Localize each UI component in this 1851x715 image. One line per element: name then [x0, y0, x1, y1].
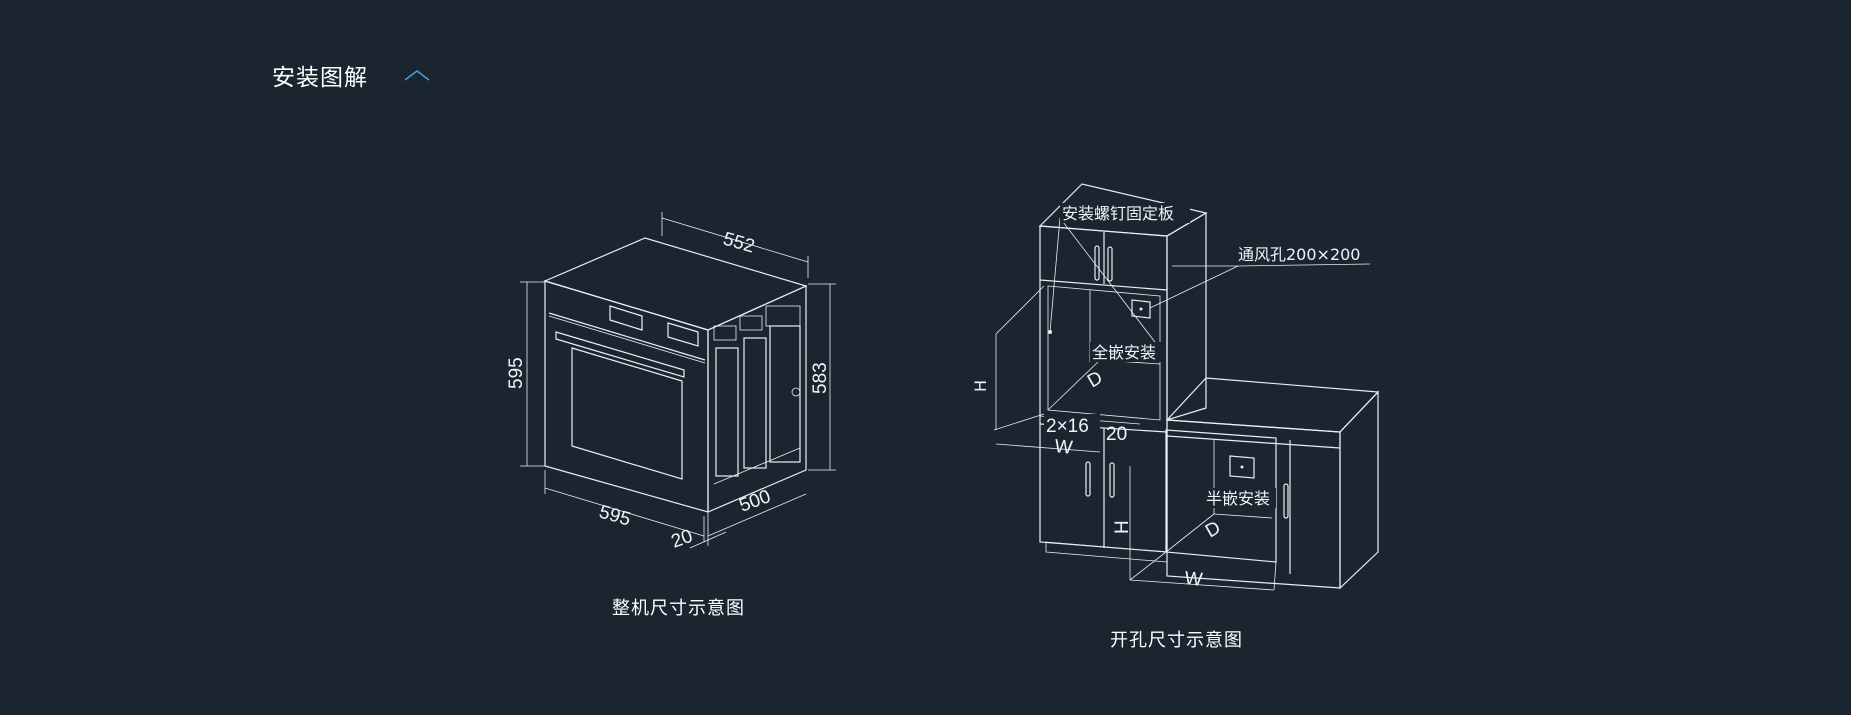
collapse-button[interactable] [402, 65, 432, 85]
upper-handle-left [1094, 245, 1100, 281]
lower-cabinet-side [1339, 390, 1379, 590]
label-screw-spec: 2×16 [1046, 416, 1089, 437]
label-vent-hole: 通风孔200×200 [1238, 245, 1361, 264]
oven-display-left [609, 305, 643, 331]
svg-text:H: H [971, 380, 990, 392]
counter-top [1165, 377, 1380, 433]
section-title: 安装图解 [272, 65, 368, 91]
oven-caption: 整机尺寸示意图 [612, 598, 745, 619]
vent-box-upper [1131, 299, 1151, 319]
label-half-embed: 半嵌安装 [1206, 489, 1270, 508]
upper-handle-right [1107, 246, 1113, 282]
vent-box-lower [1229, 455, 1255, 479]
label-width-lower: W [1183, 568, 1203, 591]
oven-side-face [707, 285, 807, 513]
dim-depth-bottom: 500 [737, 486, 774, 517]
lower-handle-left [1085, 461, 1091, 497]
oven-drawing: 552 595 583 595 500 20 [506, 212, 836, 553]
tall-cabinet-side [1166, 211, 1207, 421]
section-header: 安装图解 [272, 58, 432, 92]
cutout-drawing: H 安装螺钉固定板 通风孔200×200 全嵌安装 D 2×16 20 W 半嵌… [971, 183, 1380, 591]
label-height-lower: H [1112, 520, 1133, 534]
label-screw-plate: 安装螺钉固定板 [1062, 204, 1174, 223]
dim-top-depth: 552 [721, 229, 757, 258]
dim-width-front: 595 [597, 502, 633, 531]
label-depth-upper: D [1084, 367, 1106, 392]
oven-window [571, 347, 683, 480]
oven-front-face [544, 280, 709, 513]
oven-handle [555, 331, 685, 378]
oven-top-face [543, 237, 808, 331]
label-full-embed: 全嵌安装 [1092, 343, 1156, 362]
label-gap: 20 [1106, 424, 1127, 445]
oven-control-line [548, 312, 706, 361]
label-width-upper: W [1053, 436, 1073, 459]
dim-height-right: 583 [810, 362, 831, 394]
dim-height-left: 595 [506, 357, 527, 389]
chevron-up-icon [404, 70, 430, 81]
oven-back-panel [713, 305, 801, 485]
oven-display-right [667, 322, 699, 347]
lower-handle-right [1109, 462, 1115, 498]
cutout-caption: 开孔尺寸示意图 [1110, 630, 1243, 651]
lower-right-handle [1283, 483, 1289, 519]
dim-door-thickness: 20 [669, 526, 696, 553]
